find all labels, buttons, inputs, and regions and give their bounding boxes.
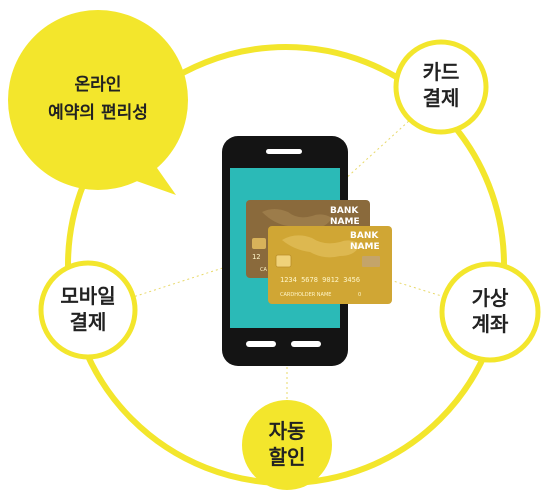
- node-card-payment-line-1: 카드: [423, 60, 460, 84]
- speech-bubble: 온라인 예약의 편리성: [8, 10, 188, 195]
- node-mobile-payment-circle: [38, 260, 138, 360]
- node-virtual-account-circle: [439, 261, 541, 363]
- node-mobile-payment: 모바일 결제: [38, 260, 138, 360]
- connector-mobile: [129, 264, 233, 299]
- connector-lines: [129, 119, 449, 405]
- card-front-map: [282, 235, 360, 258]
- node-mobile-payment-line-2: 결제: [70, 310, 107, 334]
- card-front-number: 1234 5678 9012 3456: [280, 276, 360, 284]
- card-back-chip: [252, 238, 266, 249]
- card-front-chip: [275, 254, 292, 268]
- phone-button-left: [246, 341, 276, 347]
- card-back-name: NAME: [330, 217, 360, 227]
- node-virtual-account: 가상 계좌: [439, 261, 541, 363]
- bubble-body: [8, 10, 188, 190]
- card-front-holder: CARDHOLDER NAME: [280, 292, 331, 298]
- node-card-payment-line-2: 결제: [423, 86, 460, 110]
- card-back-holder: CA: [260, 267, 267, 273]
- node-auto-discount-circle: [242, 400, 332, 490]
- node-card-payment-circle: [393, 39, 489, 135]
- card-back-bank: BANK: [330, 206, 359, 216]
- credit-card-front: BANK NAME 1234 5678 9012 3456 CARDHOLDER…: [268, 226, 392, 304]
- card-back-number: 12: [252, 253, 260, 261]
- node-auto-discount-line-2: 할인: [269, 445, 306, 469]
- bubble-line-1: 온라인: [75, 75, 122, 95]
- phone-button-right: [291, 341, 321, 347]
- node-auto-discount-line-1: 자동: [269, 419, 306, 443]
- card-front-hologram: [362, 256, 380, 267]
- connector-account: [389, 279, 449, 299]
- node-virtual-account-line-1: 가상: [472, 286, 509, 310]
- card-front-expiry: 0: [358, 292, 361, 298]
- node-mobile-payment-line-1: 모바일: [60, 284, 115, 308]
- bubble-line-2: 예약의 편리성: [48, 102, 148, 123]
- node-card-payment: 카드 결제: [393, 39, 489, 135]
- card-front-name: NAME: [350, 242, 380, 252]
- phone-speaker: [266, 149, 302, 154]
- node-auto-discount: 자동 할인: [242, 400, 332, 490]
- card-front-bank: BANK: [350, 231, 379, 241]
- card-back-map: [262, 209, 332, 230]
- node-virtual-account-line-2: 계좌: [472, 312, 509, 336]
